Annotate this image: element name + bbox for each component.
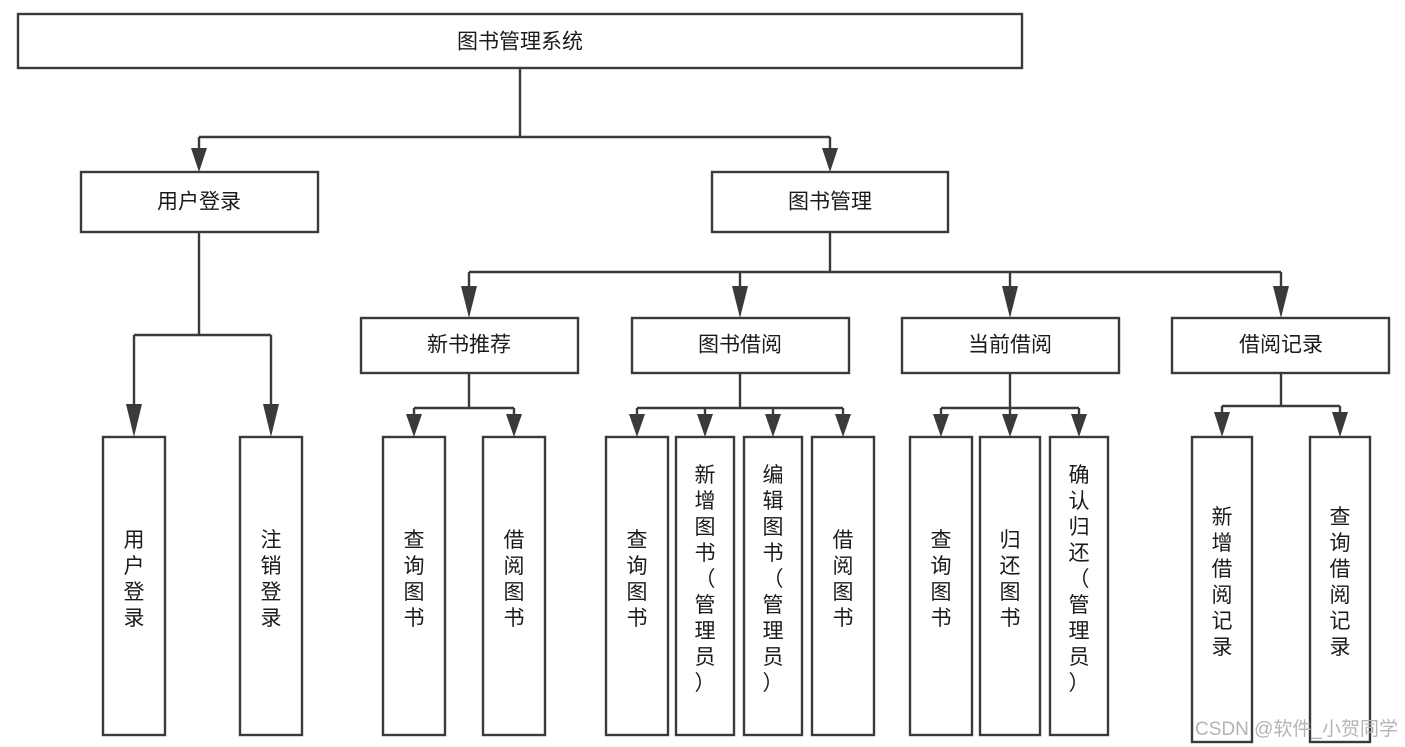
leaf-label-query-borrow-record: 查询借阅记录 xyxy=(1330,506,1351,659)
leaf-node-return-book[interactable]: 归还图书 xyxy=(978,435,1042,737)
leaf-node-add-borrow-record[interactable]: 新增借阅记录 xyxy=(1190,435,1254,744)
leaf-node-query-book-current[interactable]: 查询图书 xyxy=(908,435,974,737)
leaf-node-edit-book[interactable]: 编辑图书（管理员） xyxy=(742,435,804,737)
leaf-box-query-book-current[interactable] xyxy=(908,435,974,737)
leaf-box-logout[interactable] xyxy=(238,435,304,737)
leaf-box-query-book-recommend[interactable] xyxy=(381,435,447,737)
arrow-icon-leaf-add-book xyxy=(697,414,713,437)
arrow-icon-new-book-recommend xyxy=(461,286,477,318)
leaf-node-confirm-return[interactable]: 确认归还（管理员） xyxy=(1048,435,1110,737)
leaf-box-confirm-return[interactable] xyxy=(1048,435,1110,737)
arrow-icon-leaf-user-login xyxy=(126,404,142,437)
leaf-node-borrow-book-recommend[interactable]: 借阅图书 xyxy=(481,435,547,737)
node-root-book-management-system[interactable]: 图书管理系统 xyxy=(16,12,1024,70)
csdn-watermark: CSDN @软件_小贺同学 xyxy=(1195,718,1398,740)
leaf-box-borrow-book[interactable] xyxy=(810,435,876,737)
node-label-root: 图书管理系统 xyxy=(457,31,583,54)
leaf-node-user-login[interactable]: 用户登录 xyxy=(101,435,167,737)
node-label-book-management: 图书管理 xyxy=(788,191,872,214)
node-box-book-management[interactable] xyxy=(710,170,950,234)
leaf-node-add-book[interactable]: 新增图书（管理员） xyxy=(674,435,736,737)
node-box-root[interactable] xyxy=(16,12,1024,70)
leaf-label-edit-book: 编辑图书（管理员） xyxy=(763,464,784,695)
arrow-icon-book-borrow xyxy=(732,286,748,318)
leaf-label-logout: 注销登录 xyxy=(261,529,282,630)
node-box-user-login[interactable] xyxy=(79,170,320,234)
leaf-box-edit-book[interactable] xyxy=(742,435,804,737)
leaf-box-add-book[interactable] xyxy=(674,435,736,737)
node-new-book-recommend[interactable]: 新书推荐 xyxy=(359,316,580,375)
node-label-current-borrow: 当前借阅 xyxy=(968,334,1052,357)
arrow-icon-user-login xyxy=(191,148,207,172)
arrow-icon-book-manage xyxy=(822,148,838,172)
leaf-box-query-borrow-record[interactable] xyxy=(1308,435,1372,744)
arrow-icon-leaf-add-record xyxy=(1214,412,1230,437)
node-box-book-borrow[interactable] xyxy=(630,316,851,375)
node-book-borrow[interactable]: 图书借阅 xyxy=(630,316,851,375)
leaf-label-query-book-borrow: 查询图书 xyxy=(627,529,648,630)
leaf-box-add-borrow-record[interactable] xyxy=(1190,435,1254,744)
node-label-new-book-recommend: 新书推荐 xyxy=(427,334,511,357)
leaf-node-query-borrow-record[interactable]: 查询借阅记录 xyxy=(1308,435,1372,744)
leaf-label-borrow-book: 借阅图书 xyxy=(833,529,854,630)
leaf-box-return-book[interactable] xyxy=(978,435,1042,737)
leaf-label-return-book: 归还图书 xyxy=(1000,529,1021,630)
arrow-icon-leaf-query-record xyxy=(1332,412,1348,437)
node-current-borrow[interactable]: 当前借阅 xyxy=(900,316,1121,375)
leaf-node-query-book-borrow[interactable]: 查询图书 xyxy=(604,435,670,737)
leaf-label-query-book-current: 查询图书 xyxy=(931,529,952,630)
arrow-icon-leaf-query-book-a xyxy=(406,414,422,437)
leaf-box-query-book-borrow[interactable] xyxy=(604,435,670,737)
node-user-login[interactable]: 用户登录 xyxy=(79,170,320,234)
leaf-node-query-book-recommend[interactable]: 查询图书 xyxy=(381,435,447,737)
connectors-layer xyxy=(126,68,1348,437)
leaf-label-query-book-recommend: 查询图书 xyxy=(404,529,425,630)
arrow-icon-current-borrow xyxy=(1002,286,1018,318)
node-label-borrow-record: 借阅记录 xyxy=(1239,334,1323,357)
arrow-icon-leaf-query-book-c xyxy=(933,414,949,437)
leaf-label-add-borrow-record: 新增借阅记录 xyxy=(1212,506,1233,659)
arrow-icon-leaf-confirm-return xyxy=(1071,414,1087,437)
arrow-icon-leaf-query-book-b xyxy=(629,414,645,437)
arrow-icon-leaf-borrow-book-b xyxy=(835,414,851,437)
node-box-current-borrow[interactable] xyxy=(900,316,1121,375)
arrow-icon-borrow-record xyxy=(1273,286,1289,318)
node-borrow-record[interactable]: 借阅记录 xyxy=(1170,316,1391,375)
leaf-label-user-login: 用户登录 xyxy=(124,529,145,630)
leaf-box-borrow-book-recommend[interactable] xyxy=(481,435,547,737)
node-label-user-login: 用户登录 xyxy=(157,191,241,214)
leaf-node-borrow-book[interactable]: 借阅图书 xyxy=(810,435,876,737)
node-box-new-book-recommend[interactable] xyxy=(359,316,580,375)
node-book-management[interactable]: 图书管理 xyxy=(710,170,950,234)
arrow-icon-leaf-borrow-book-a xyxy=(506,414,522,437)
leaf-label-borrow-book-recommend: 借阅图书 xyxy=(504,529,525,630)
arrow-icon-leaf-edit-book xyxy=(765,414,781,437)
node-box-borrow-record[interactable] xyxy=(1170,316,1391,375)
leaf-label-add-book: 新增图书（管理员） xyxy=(695,464,716,695)
leaf-label-confirm-return: 确认归还（管理员） xyxy=(1069,464,1090,695)
leaf-box-user-login[interactable] xyxy=(101,435,167,737)
node-label-book-borrow: 图书借阅 xyxy=(698,334,782,357)
arrow-icon-leaf-logout xyxy=(263,404,279,437)
leaf-node-logout[interactable]: 注销登录 xyxy=(238,435,304,737)
arrow-icon-leaf-return-book xyxy=(1002,414,1018,437)
